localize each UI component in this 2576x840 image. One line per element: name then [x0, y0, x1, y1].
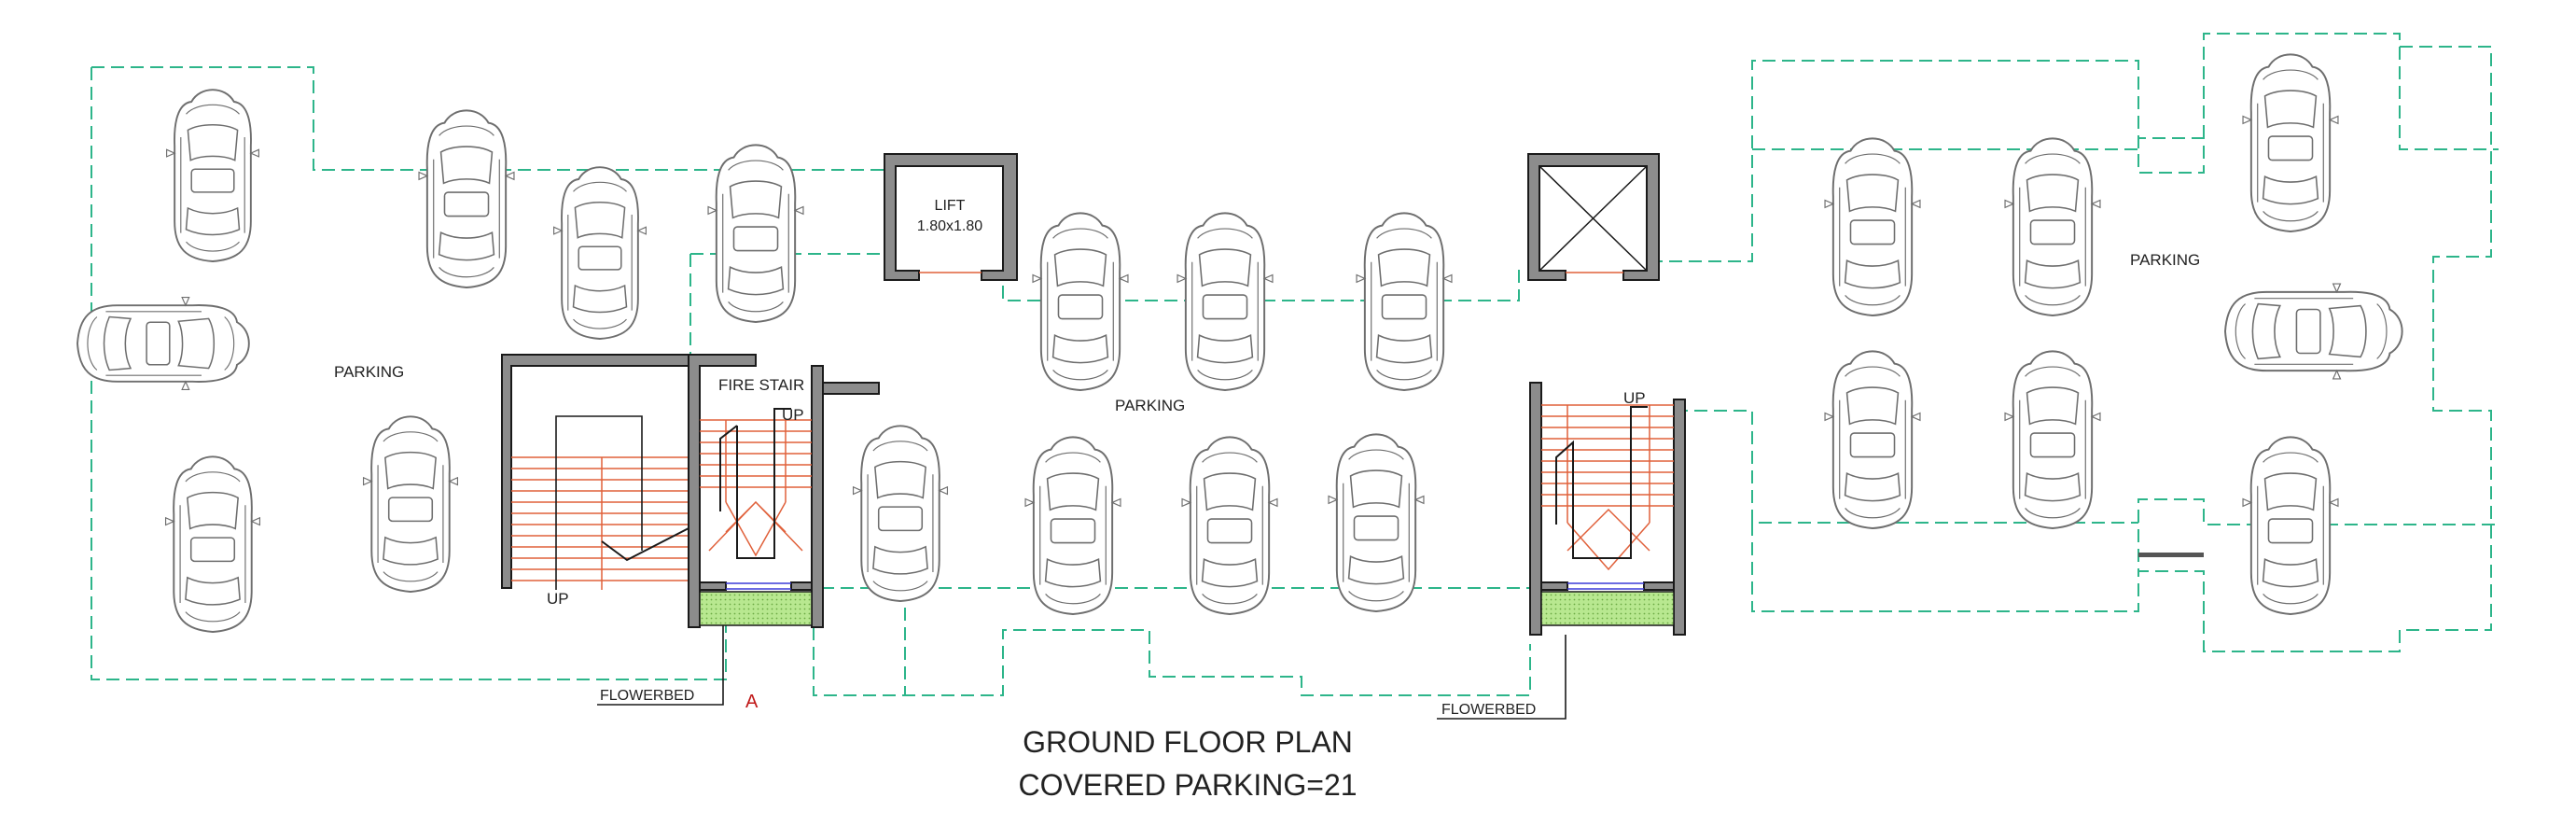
car	[2242, 53, 2339, 232]
flowerbed-label-left: FLOWERBED	[600, 688, 694, 704]
flowerbed-label-right: FLOWERBED	[1441, 702, 1536, 718]
car	[2004, 350, 2101, 529]
car	[2225, 284, 2402, 379]
car	[852, 425, 949, 602]
up-label-fire-stair: UP	[782, 406, 804, 424]
car	[552, 166, 647, 340]
car	[362, 415, 459, 593]
car	[77, 298, 249, 390]
plan-title: GROUND FLOOR PLAN	[1023, 725, 1353, 759]
car	[418, 109, 515, 288]
lift-name-label: LIFT	[935, 198, 966, 214]
car	[165, 89, 260, 262]
parking-label-center: PARKING	[1115, 397, 1185, 414]
lift-left	[884, 153, 1018, 281]
car	[1356, 212, 1453, 391]
parked-cars	[77, 53, 2402, 633]
car	[1328, 433, 1425, 612]
parking-label-right: PARKING	[2130, 251, 2200, 269]
fire-stair-label: FIRE STAIR	[718, 376, 804, 394]
car	[1824, 137, 1921, 316]
car	[2004, 137, 2101, 316]
plan-subtitle: COVERED PARKING=21	[1018, 768, 1357, 802]
car	[1824, 350, 1921, 529]
leader-lines	[597, 625, 1566, 720]
right-staircase	[1529, 382, 1686, 636]
car	[164, 455, 261, 633]
lift-right	[1527, 153, 1660, 281]
car	[1032, 212, 1129, 391]
section-mark: A	[745, 692, 759, 712]
main-staircase	[501, 354, 691, 590]
up-label-main: UP	[547, 590, 569, 608]
car	[1181, 436, 1278, 615]
up-label-right-stair: UP	[1623, 389, 1646, 407]
wall-segment	[2138, 553, 2204, 557]
car	[2242, 436, 2339, 615]
car	[707, 144, 804, 323]
car	[1024, 436, 1121, 615]
fire-stair	[688, 354, 880, 628]
parking-label-left: PARKING	[334, 363, 404, 381]
car	[1177, 212, 1274, 391]
lift-size-label: 1.80x1.80	[917, 218, 982, 234]
